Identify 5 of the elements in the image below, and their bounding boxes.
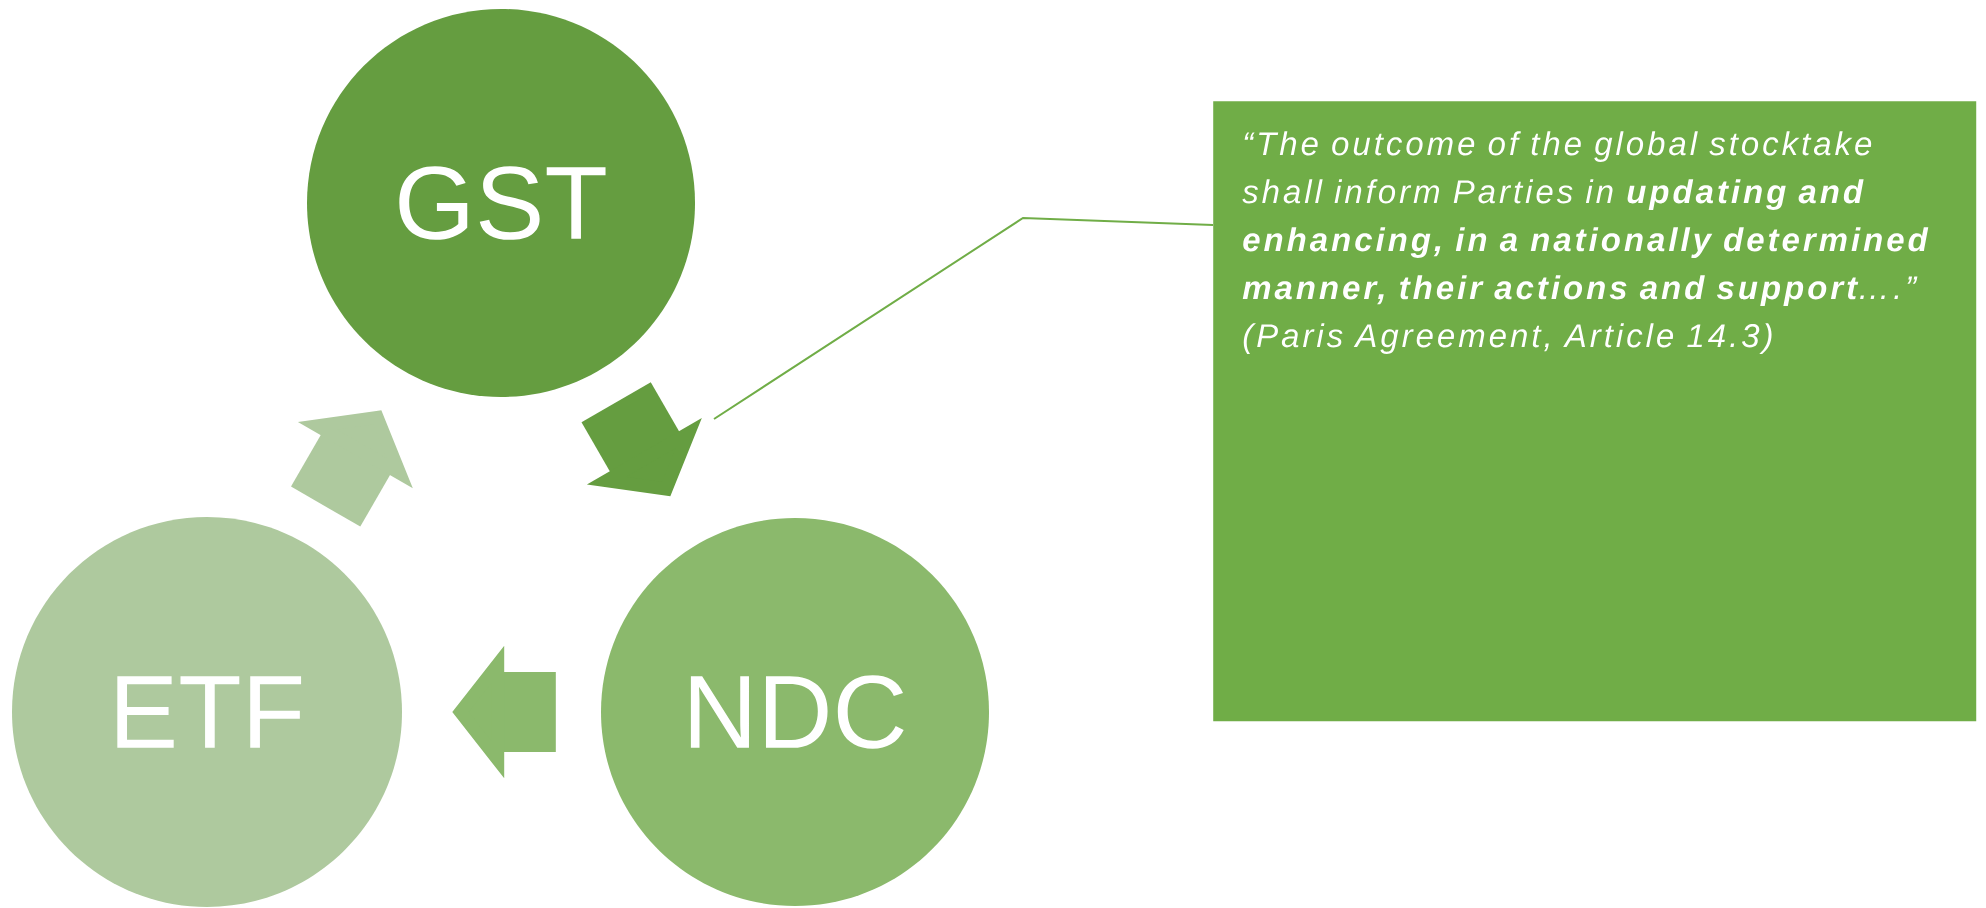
leader-line [713,216,1214,420]
circle-node: GST [307,9,695,397]
circle-node: ETF [12,517,402,907]
quote-box: “The outcome of the global stocktake shall inform Parties in updating and enhancing, in a nationally determined manner, their actions and support….” (Paris Agreement, Article 14.3) [1213,101,1977,722]
circle-node: NDC [601,518,989,906]
